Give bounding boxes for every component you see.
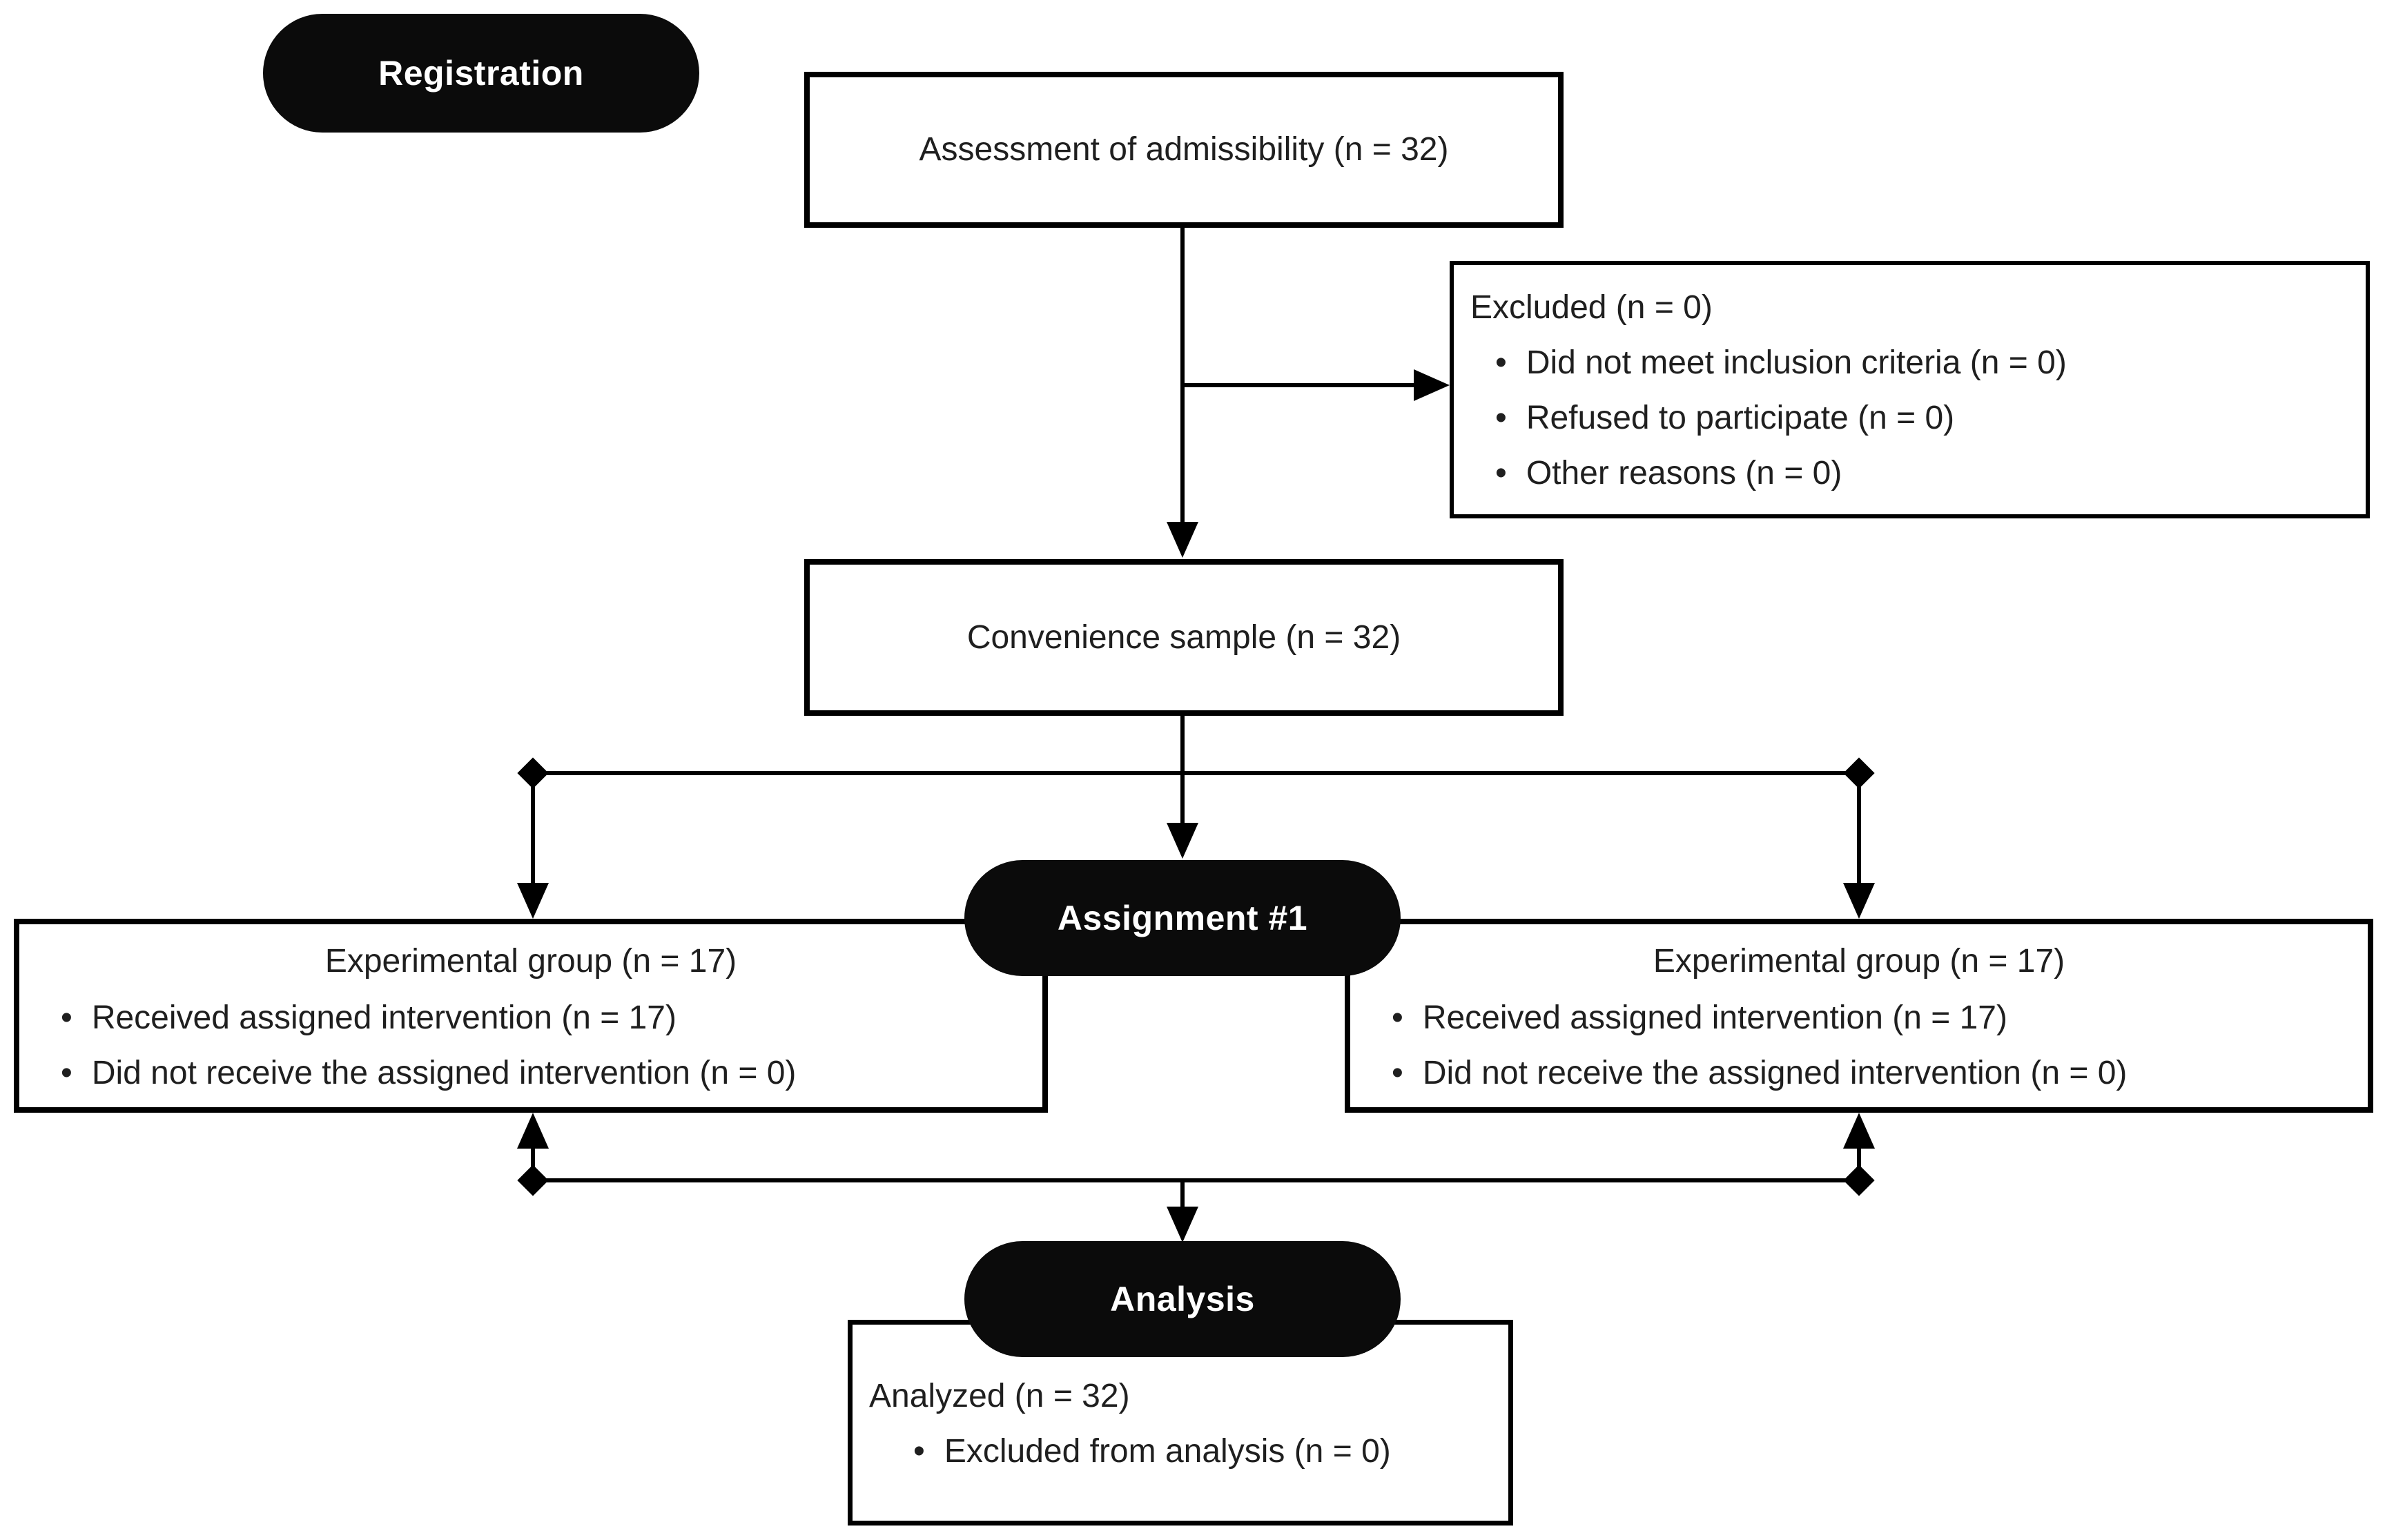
excluded-bullet-text: Did not meet inclusion criteria (n = 0) bbox=[1526, 344, 2067, 381]
box-excluded-title: Excluded (n = 0) bbox=[1470, 289, 1713, 326]
bullet-dot-icon: • bbox=[1495, 344, 1507, 381]
arrowhead-into-analysis-icon bbox=[1167, 1207, 1198, 1242]
experimental-right-bullet-item: • Did not receive the assigned intervent… bbox=[1392, 1046, 2368, 1101]
arrowhead-into-right-group-icon bbox=[1843, 883, 1875, 919]
lower-right-riser-line bbox=[1857, 1144, 1861, 1180]
stage-pill-assignment-label: Assignment #1 bbox=[1057, 899, 1308, 937]
excluded-bullet-text: Refused to participate (n = 0) bbox=[1526, 400, 1955, 436]
analyzed-bullet-text: Excluded from analysis (n = 0) bbox=[944, 1433, 1391, 1470]
stage-pill-registration: Registration bbox=[263, 14, 699, 133]
excluded-bullet-item: • Refused to participate (n = 0) bbox=[1495, 391, 2366, 446]
arrowhead-into-convenience-icon bbox=[1167, 522, 1198, 558]
bullet-dot-icon: • bbox=[61, 1000, 72, 1036]
arrowhead-into-assignment-icon bbox=[1167, 823, 1198, 859]
experimental-left-title: Experimental group (n = 17) bbox=[324, 943, 737, 979]
box-experimental-group-right: Experimental group (n = 17) • Received a… bbox=[1345, 919, 2373, 1113]
lower-branch-line bbox=[533, 1178, 1859, 1182]
upper-left-drop-line bbox=[531, 773, 535, 887]
bullet-dot-icon: • bbox=[913, 1433, 925, 1470]
excluded-bullet-item: • Other reasons (n = 0) bbox=[1495, 446, 2366, 501]
bullet-dot-icon: • bbox=[1392, 1000, 1403, 1036]
experimental-right-bullet-text: Received assigned intervention (n = 17) bbox=[1422, 1000, 2007, 1036]
stage-pill-analysis-label: Analysis bbox=[1110, 1280, 1255, 1318]
bullet-dot-icon: • bbox=[1495, 455, 1507, 491]
upper-branch-line bbox=[533, 771, 1859, 775]
box-assessment-text: Assessment of admissibility (n = 32) bbox=[919, 131, 1449, 168]
stage-pill-analysis: Analysis bbox=[964, 1241, 1401, 1357]
experimental-right-bullet-item: • Received assigned intervention (n = 17… bbox=[1392, 991, 2368, 1046]
connector-to-analysis-line bbox=[1180, 1180, 1185, 1209]
experimental-right-title: Experimental group (n = 17) bbox=[1653, 943, 2065, 979]
connector-assessment-to-convenience-line bbox=[1180, 228, 1185, 526]
stage-pill-assignment: Assignment #1 bbox=[964, 860, 1401, 976]
box-convenience-sample-text: Convenience sample (n = 32) bbox=[966, 618, 1401, 656]
arrowhead-into-right-group-bottom-icon bbox=[1843, 1113, 1875, 1149]
lower-left-riser-line bbox=[531, 1144, 535, 1180]
box-excluded: Excluded (n = 0) • Did not meet inclusio… bbox=[1450, 261, 2370, 518]
arrowhead-into-excluded-icon bbox=[1414, 369, 1450, 401]
experimental-left-bullet-text: Did not receive the assigned interventio… bbox=[91, 1055, 797, 1091]
experimental-left-bullet-item: • Received assigned intervention (n = 17… bbox=[61, 991, 1042, 1046]
excluded-bullet-text: Other reasons (n = 0) bbox=[1526, 455, 1842, 491]
arrowhead-into-left-group-icon bbox=[517, 883, 549, 919]
box-assessment: Assessment of admissibility (n = 32) bbox=[804, 72, 1564, 228]
diamond-endpoint-lower-right bbox=[1843, 1164, 1875, 1196]
box-convenience-sample: Convenience sample (n = 32) bbox=[804, 559, 1564, 716]
connector-to-excluded-line bbox=[1182, 383, 1417, 387]
experimental-left-bullet-text: Received assigned intervention (n = 17) bbox=[91, 1000, 676, 1036]
bullet-dot-icon: • bbox=[61, 1055, 72, 1091]
stage-pill-registration-label: Registration bbox=[378, 54, 584, 92]
bullet-dot-icon: • bbox=[1495, 400, 1507, 436]
excluded-bullet-item: • Did not meet inclusion criteria (n = 0… bbox=[1495, 335, 2366, 391]
experimental-right-bullet-text: Did not receive the assigned interventio… bbox=[1422, 1055, 2128, 1091]
box-analyzed-title: Analyzed (n = 32) bbox=[869, 1378, 1130, 1414]
diamond-endpoint-upper-left bbox=[517, 757, 549, 789]
diamond-endpoint-lower-left bbox=[517, 1164, 549, 1196]
arrowhead-into-left-group-bottom-icon bbox=[517, 1113, 549, 1149]
box-experimental-group-left: Experimental group (n = 17) • Received a… bbox=[14, 919, 1048, 1113]
analyzed-bullet-item: • Excluded from analysis (n = 0) bbox=[913, 1424, 1508, 1479]
experimental-left-bullet-item: • Did not receive the assigned intervent… bbox=[61, 1046, 1042, 1101]
upper-right-drop-line bbox=[1857, 773, 1861, 887]
bullet-dot-icon: • bbox=[1392, 1055, 1403, 1091]
diamond-endpoint-upper-right bbox=[1843, 757, 1875, 789]
